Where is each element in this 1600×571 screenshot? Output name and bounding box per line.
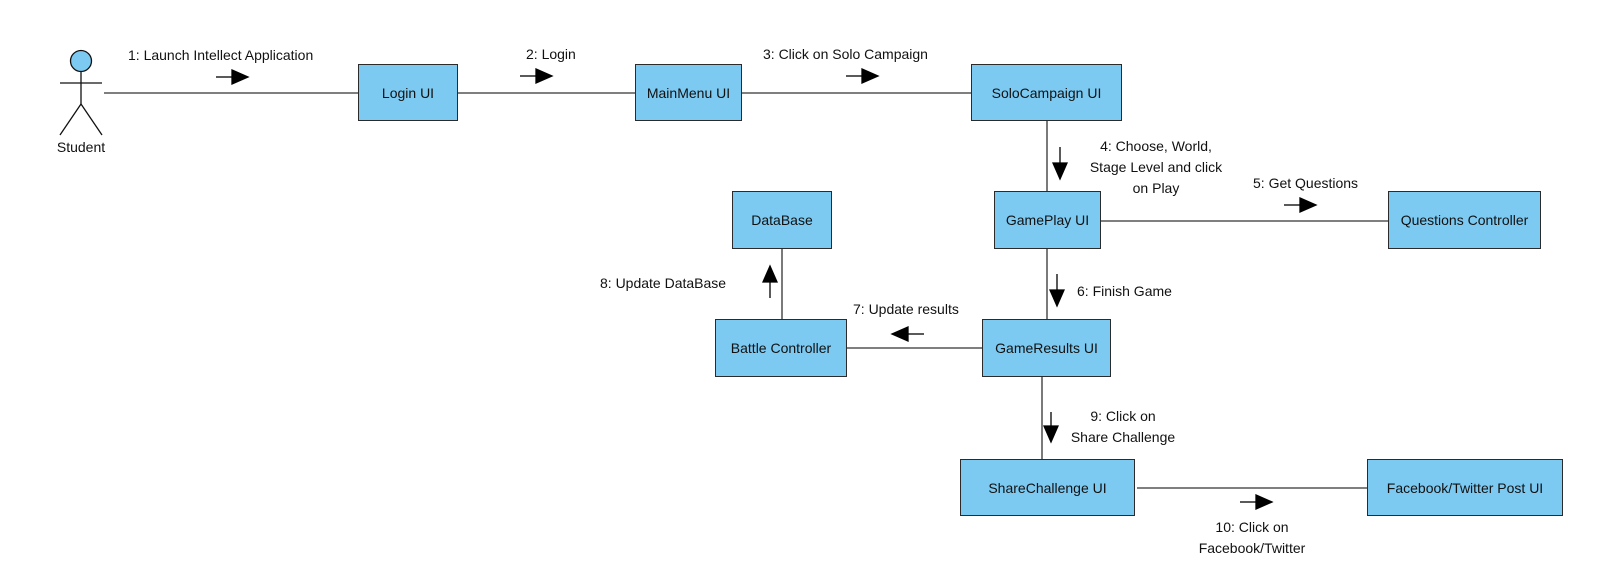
node-login-ui[interactable]: Login UI xyxy=(358,64,458,121)
message-9-label: 9: Click on Share Challenge xyxy=(1058,406,1188,448)
message-5-label: 5: Get Questions xyxy=(1253,175,1359,191)
actor-label: Student xyxy=(56,139,106,155)
arrow-down-4 xyxy=(1052,147,1068,181)
node-questions-controller[interactable]: Questions Controller xyxy=(1388,191,1541,249)
message-8-label: 8: Update DataBase xyxy=(600,275,727,291)
message-9-line-1: 9: Click on xyxy=(1090,408,1156,424)
arrow-down-9 xyxy=(1043,412,1059,444)
node-sharechallenge-ui[interactable]: ShareChallenge UI xyxy=(960,459,1135,516)
message-2-label: 2: Login xyxy=(526,46,576,62)
arrow-right-10 xyxy=(1240,494,1274,510)
message-4-line-3: on Play xyxy=(1132,180,1180,196)
message-10-line-1: 10: Click on xyxy=(1215,519,1289,535)
message-4-label: 4: Choose, World, Stage Level and click … xyxy=(1076,136,1236,199)
arrow-right-3 xyxy=(846,68,880,84)
message-4-line-2: Stage Level and click xyxy=(1089,159,1223,175)
node-database[interactable]: DataBase xyxy=(732,191,832,249)
arrow-right-1 xyxy=(216,69,250,85)
arrow-left-7 xyxy=(890,326,924,342)
arrow-right-5 xyxy=(1284,197,1318,213)
node-solocampaign-ui[interactable]: SoloCampaign UI xyxy=(971,64,1122,121)
student-actor-icon xyxy=(59,49,103,136)
message-1-label: 1: Launch Intellect Application xyxy=(128,47,314,63)
node-mainmenu-ui[interactable]: MainMenu UI xyxy=(635,64,742,121)
node-gameresults-ui[interactable]: GameResults UI xyxy=(982,319,1111,377)
arrow-down-6 xyxy=(1049,274,1065,308)
node-battle-controller[interactable]: Battle Controller xyxy=(715,319,847,377)
message-10-line-2: Facebook/Twitter xyxy=(1198,540,1306,556)
arrow-up-8 xyxy=(762,264,778,298)
message-6-label: 6: Finish Game xyxy=(1077,283,1172,299)
message-3-label: 3: Click on Solo Campaign xyxy=(763,46,928,62)
node-facebook-twitter-post-ui[interactable]: Facebook/Twitter Post UI xyxy=(1367,459,1563,516)
arrow-right-2 xyxy=(520,68,554,84)
message-9-line-2: Share Challenge xyxy=(1070,429,1176,445)
message-4-line-1: 4: Choose, World, xyxy=(1100,138,1212,154)
node-gameplay-ui[interactable]: GamePlay UI xyxy=(994,191,1101,249)
message-10-label: 10: Click on Facebook/Twitter xyxy=(1177,517,1327,559)
message-7-label: 7: Update results xyxy=(853,301,959,317)
